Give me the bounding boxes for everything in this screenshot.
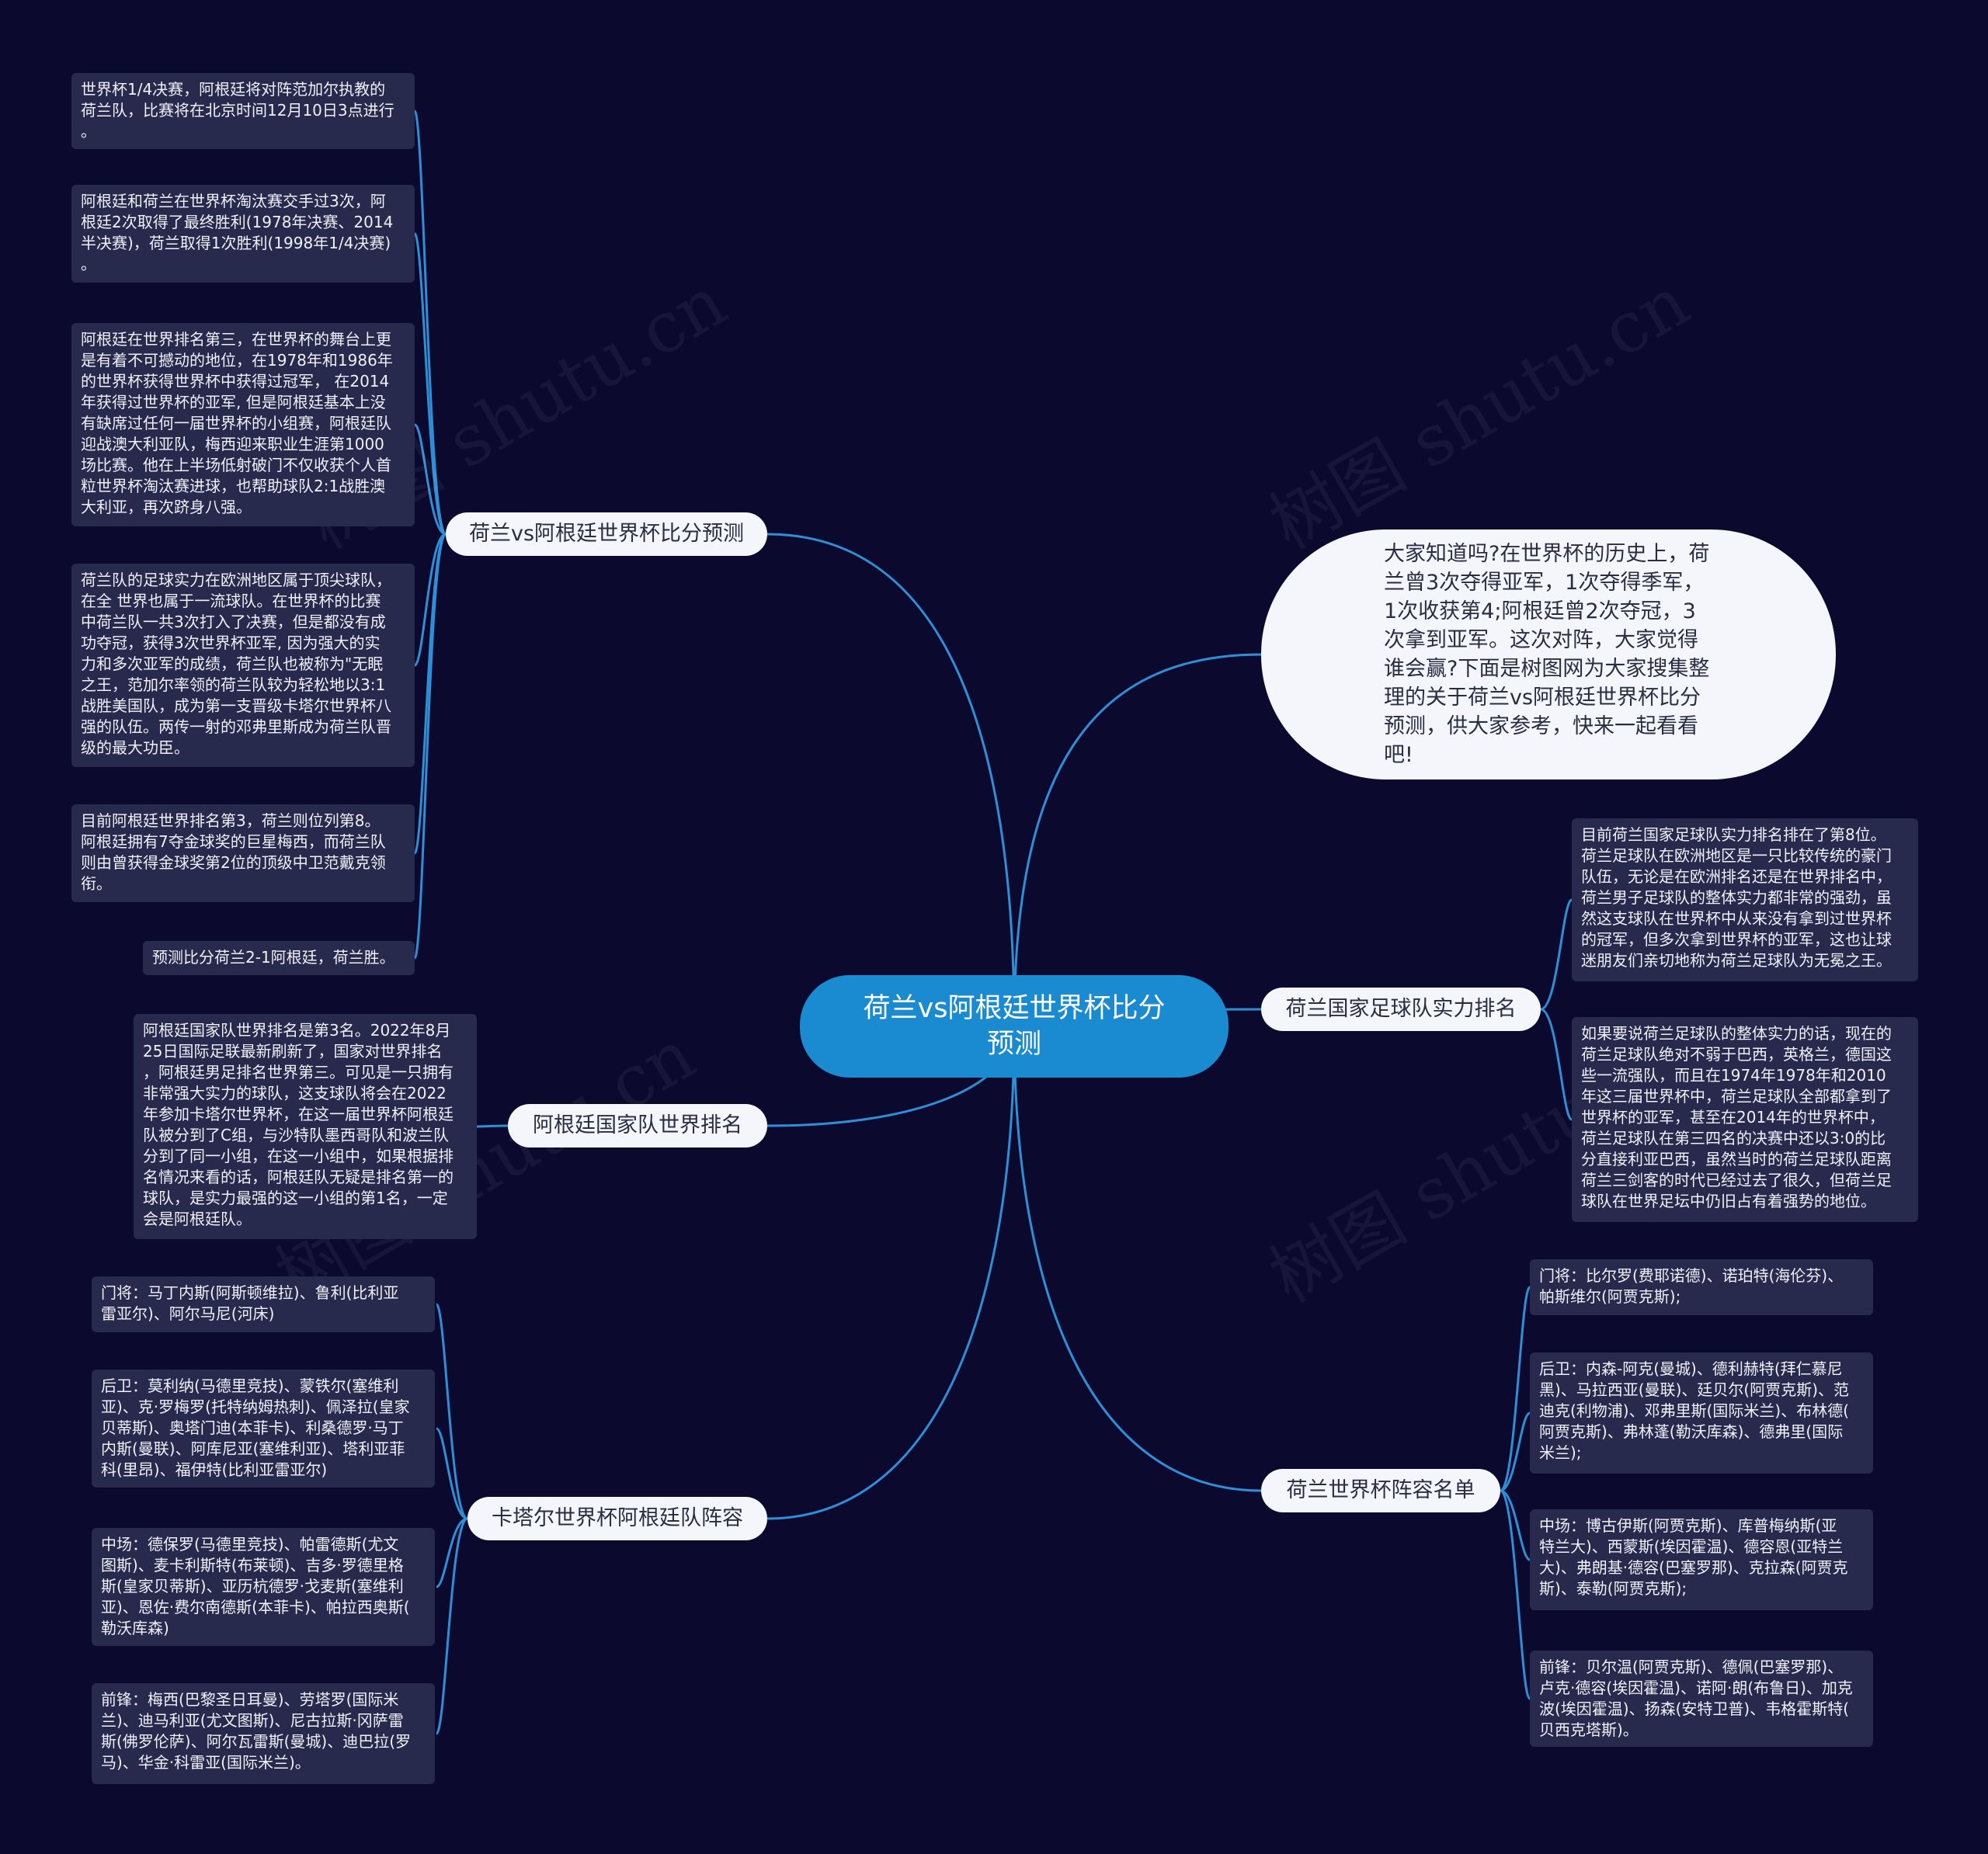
- leaf-ned-squad-3: 中场：博古伊斯(阿贾克斯)、库普梅纳斯(亚 特兰大)、西蒙斯(埃因霍温)、德容恩…: [1530, 1509, 1873, 1610]
- link-ned-squad-leaf-1: [1500, 1286, 1531, 1492]
- link-prediction-leaf-1: [413, 109, 447, 536]
- link-root-ned-squad: [1013, 1026, 1262, 1492]
- link-root-intro: [1013, 653, 1262, 1027]
- topic-prediction[interactable]: 荷兰vs阿根廷世界杯比分预测: [446, 512, 767, 556]
- link-root-prediction: [766, 533, 1016, 1027]
- leaf-arg-squad-3: 中场：德保罗(马德里竞技)、帕雷德斯(尤文 图斯)、麦卡利斯特(布莱顿)、吉多·…: [92, 1528, 435, 1646]
- leaf-ned-squad-2: 后卫：内森-阿克(曼城)、德利赫特(拜仁慕尼 黑)、马拉西亚(曼联)、廷贝尔(阿…: [1530, 1352, 1873, 1474]
- link-arg-rank-leaf-1: [476, 1124, 509, 1128]
- link-ned-squad-leaf-2: [1500, 1411, 1531, 1492]
- link-prediction-leaf-3: [413, 423, 447, 536]
- leaf-arg-squad-1: 门将：马丁内斯(阿斯顿维拉)、鲁利(比利亚 雷亚尔)、阿尔马尼(河床): [92, 1276, 435, 1332]
- link-arg-squad-leaf-4: [435, 1517, 468, 1735]
- leaf-ned-squad-4: 前锋：贝尔温(阿贾克斯)、德佩(巴塞罗那)、 卢克·德容(埃因霍温)、诺阿·朗(…: [1530, 1651, 1873, 1747]
- leaf-arg-squad-4: 前锋：梅西(巴黎圣日耳曼)、劳塔罗(国际米 兰)、迪马利亚(尤文图斯)、尼古拉斯…: [92, 1683, 435, 1784]
- topic-ned-rank[interactable]: 荷兰国家足球队实力排名: [1261, 988, 1541, 1031]
- root-topic[interactable]: 荷兰vs阿根廷世界杯比分 预测: [800, 975, 1229, 1078]
- leaf-prediction-4: 荷兰队的足球实力在欧洲地区属于顶尖球队， 在全 世界也属于一流球队。在世界杯的比…: [71, 564, 415, 767]
- link-arg-squad-leaf-1: [435, 1303, 468, 1520]
- link-prediction-leaf-4: [413, 533, 447, 667]
- link-ned-rank-leaf-2: [1540, 1008, 1573, 1121]
- link-ned-squad-leaf-4: [1500, 1489, 1531, 1700]
- leaf-prediction-1: 世界杯1/4决赛，阿根廷将对阵范加尔执教的 荷兰队，比赛将在北京时间12月10日…: [71, 73, 415, 149]
- topic-ned-squad[interactable]: 荷兰世界杯阵容名单: [1261, 1469, 1500, 1512]
- link-prediction-leaf-6: [413, 533, 447, 960]
- intro-text: 大家知道吗?在世界杯的历史上，荷 兰曾3次夺得亚军，1次夺得季军， 1次收获第4…: [1384, 542, 1710, 767]
- leaf-prediction-2: 阿根廷和荷兰在世界杯淘汰赛交手过3次，阿 根廷2次取得了最终胜利(1978年决赛…: [71, 185, 415, 283]
- link-ned-rank-leaf-1: [1540, 898, 1573, 1011]
- link-prediction-leaf-2: [413, 232, 447, 536]
- leaf-arg-rank-1: 阿根廷国家队世界排名是第3名。2022年8月 25日国际足联最新刷新了，国家对世…: [134, 1014, 477, 1239]
- leaf-prediction-5: 目前阿根廷世界排名第3，荷兰则位列第8。 阿根廷拥有7夺金球奖的巨星梅西，而荷兰…: [71, 804, 415, 902]
- link-root-arg-squad: [766, 1026, 1016, 1520]
- topic-arg-squad[interactable]: 卡塔尔世界杯阿根廷队阵容: [467, 1497, 767, 1540]
- intro-bubble[interactable]: 大家知道吗?在世界杯的历史上，荷 兰曾3次夺得亚军，1次夺得季军， 1次收获第4…: [1261, 529, 1836, 779]
- leaf-prediction-3: 阿根廷在世界排名第三，在世界杯的舞台上更 是有着不可撼动的地位，在1978年和1…: [71, 323, 415, 526]
- link-ned-squad-leaf-3: [1500, 1489, 1531, 1561]
- leaf-ned-rank-1: 目前荷兰国家足球队实力排名排在了第8位。 荷兰足球队在欧洲地区是一只比较传统的豪…: [1572, 818, 1918, 981]
- leaf-prediction-6: 预测比分荷兰2-1阿根廷，荷兰胜。: [143, 941, 415, 975]
- link-arg-squad-leaf-3: [436, 1517, 468, 1588]
- leaf-ned-squad-1: 门将：比尔罗(费耶诺德)、诺珀特(海伦芬)、 帕斯维尔(阿贾克斯);: [1530, 1259, 1873, 1315]
- link-arg-squad-leaf-2: [436, 1427, 468, 1520]
- leaf-ned-rank-2: 如果要说荷兰足球队的整体实力的话，现在的 荷兰足球队绝对不弱于巴西，英格兰，德国…: [1572, 1017, 1918, 1222]
- leaf-arg-squad-2: 后卫：莫利纳(马德里竞技)、蒙铁尔(塞维利 亚)、克·罗梅罗(托特纳姆热刺)、佩…: [92, 1370, 435, 1488]
- topic-arg-rank[interactable]: 阿根廷国家队世界排名: [508, 1104, 767, 1147]
